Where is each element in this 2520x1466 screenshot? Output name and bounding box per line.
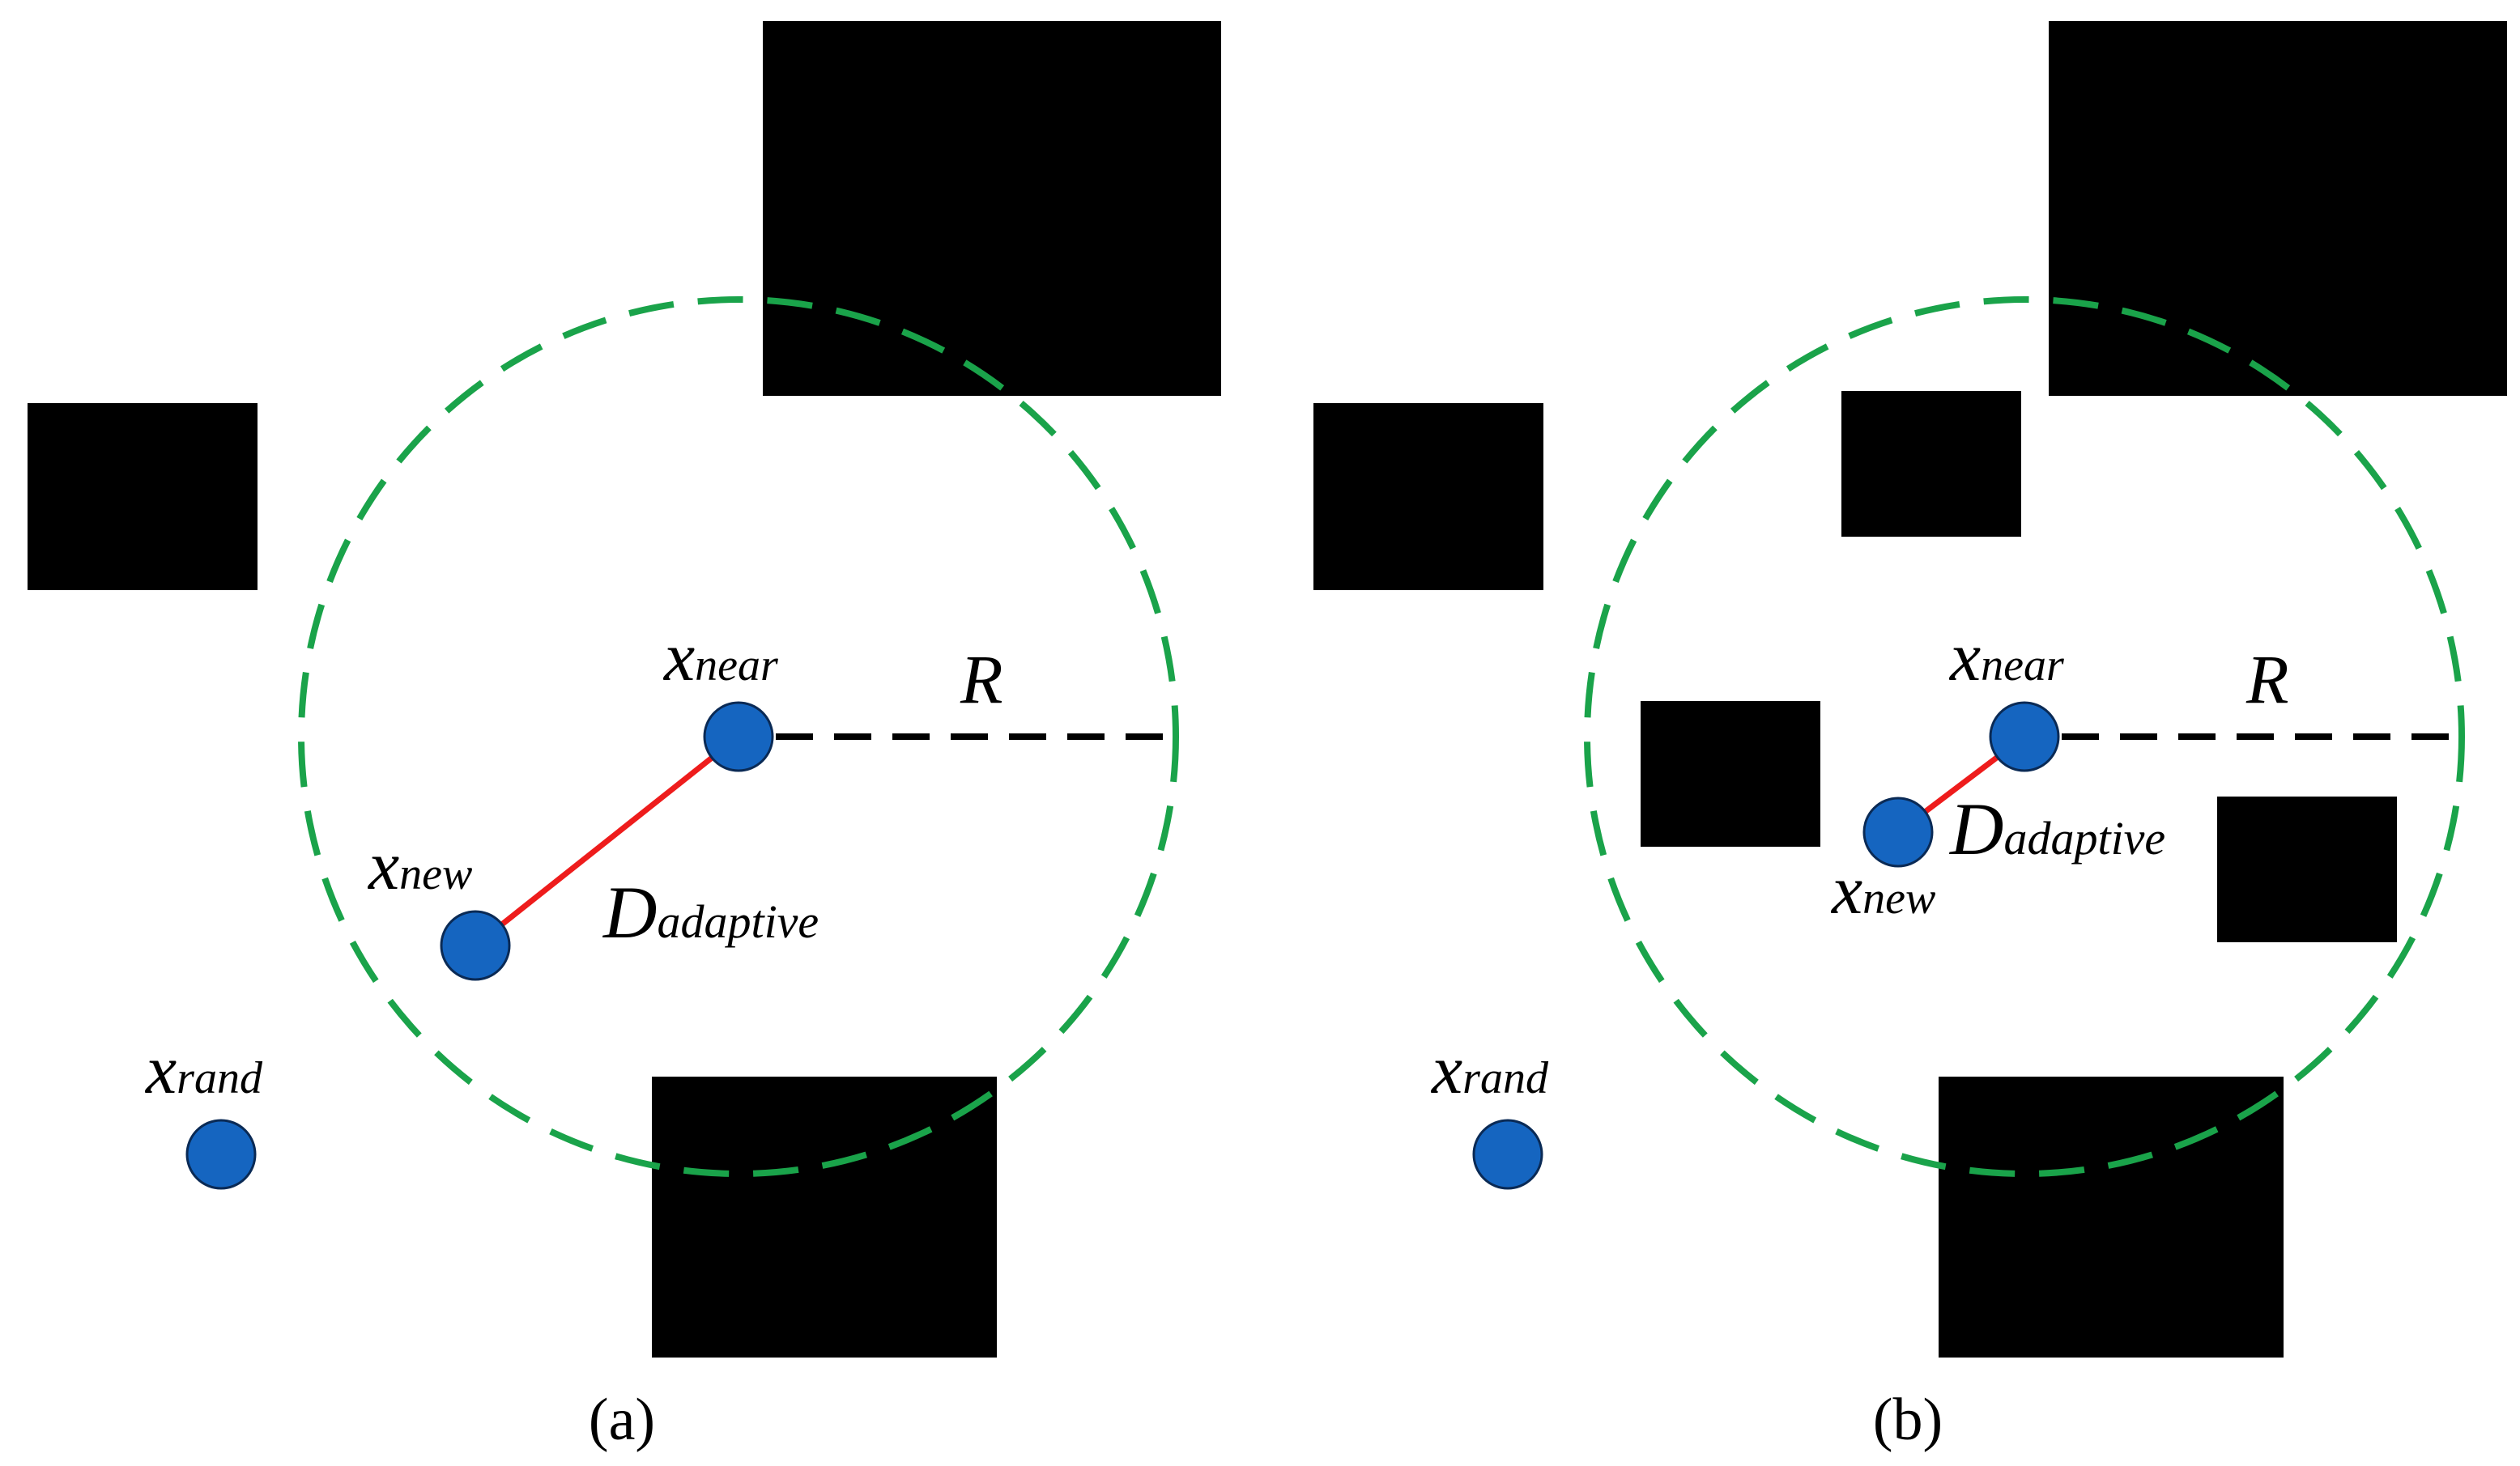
obstacle-top-right bbox=[763, 21, 1221, 396]
label-x-new: xnew bbox=[1830, 851, 1935, 928]
obstacle-bottom bbox=[1939, 1077, 2284, 1358]
label-x-new: xnew bbox=[367, 826, 472, 904]
obstacle-bottom bbox=[652, 1077, 997, 1358]
label-step-length: Dadaptive bbox=[1948, 788, 2165, 870]
label-x-near: xnear bbox=[1948, 618, 2064, 695]
node-x-near bbox=[1989, 701, 2060, 772]
obstacle-inner-right bbox=[2217, 797, 2397, 942]
label-x-near: xnear bbox=[662, 618, 778, 695]
node-x-new bbox=[1862, 797, 1934, 868]
obstacle-left bbox=[28, 403, 258, 590]
node-x-new bbox=[440, 910, 511, 981]
caption-b: (b) bbox=[1873, 1387, 1943, 1453]
panel-b: xnear xnew xrand R Dadaptive (b) bbox=[1313, 21, 2507, 1453]
obstacle-inner-left bbox=[1641, 701, 1820, 847]
label-x-rand: xrand bbox=[1430, 1030, 1549, 1108]
node-x-near bbox=[703, 701, 774, 772]
obstacle-top-right bbox=[2049, 21, 2507, 396]
search-radius-circle bbox=[298, 296, 1179, 1177]
obstacle-left bbox=[1313, 403, 1543, 590]
node-x-rand bbox=[185, 1119, 257, 1190]
caption-a: (a) bbox=[589, 1387, 655, 1453]
obstacle-inner-top bbox=[1841, 391, 2021, 537]
label-step-length: Dadaptive bbox=[602, 871, 819, 954]
extension-edge bbox=[473, 734, 741, 948]
node-x-rand bbox=[1472, 1119, 1543, 1190]
panel-a: xnear xnew xrand R Dadaptive (a) bbox=[28, 21, 1221, 1453]
label-radius: R bbox=[960, 640, 1003, 718]
label-radius: R bbox=[2245, 640, 2289, 718]
search-radius-circle bbox=[1584, 296, 2465, 1177]
label-x-rand: xrand bbox=[144, 1030, 263, 1108]
